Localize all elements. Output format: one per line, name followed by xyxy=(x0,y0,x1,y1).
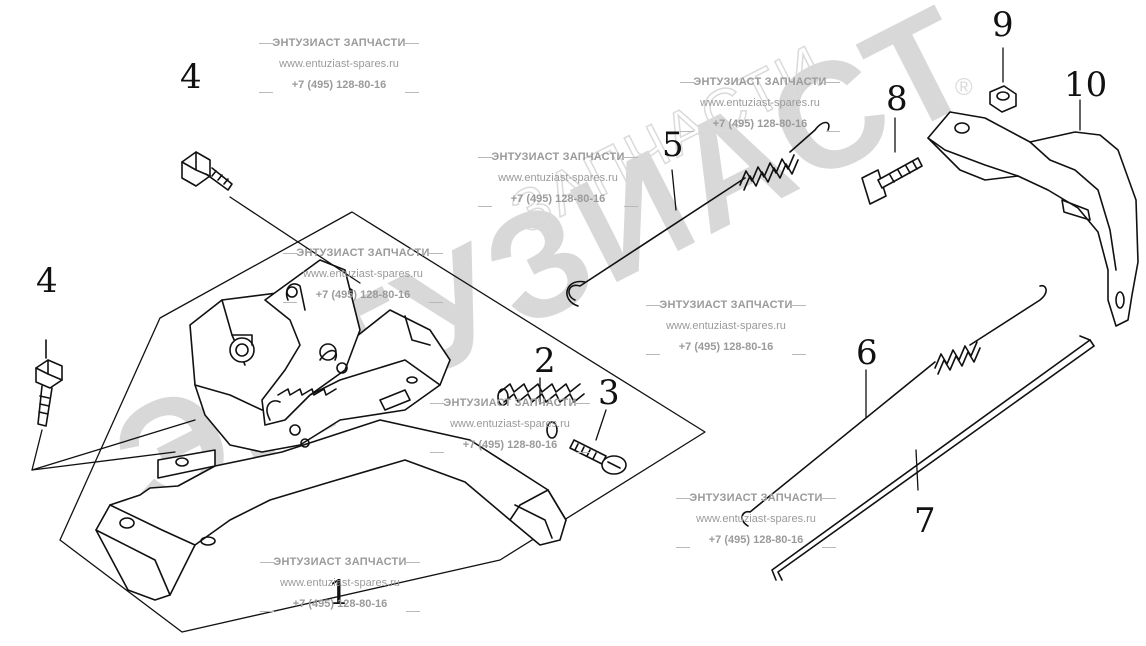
stamp-phone: +7 (495) 128-80-16 xyxy=(292,598,388,610)
callout-4-lower: 4 xyxy=(36,261,58,301)
watermark-registered-mark: ® xyxy=(955,74,973,101)
watermark-stamp: ЭНТУЗИАСТ ЗАПЧАСТИ www.entuziast-spares.… xyxy=(283,247,443,309)
stamp-title: ЭНТУЗИАСТ ЗАПЧАСТИ xyxy=(296,247,430,259)
stamp-phone: +7 (495) 128-80-16 xyxy=(315,289,411,301)
callout-2: 2 xyxy=(534,341,556,381)
stamp-url: www.entuziast-spares.ru xyxy=(280,577,400,589)
watermark-stamp: ЭНТУЗИАСТ ЗАПЧАСТИ www.entuziast-spares.… xyxy=(646,299,806,361)
stamp-phone: +7 (495) 128-80-16 xyxy=(708,534,804,546)
stamp-phone: +7 (495) 128-80-16 xyxy=(712,118,808,130)
stamp-title: ЭНТУЗИАСТ ЗАПЧАСТИ xyxy=(689,492,823,504)
callout-1: 1 xyxy=(328,573,350,613)
callout-labels: 1 2 3 4 4 5 6 7 8 9 10 xyxy=(36,5,1107,613)
watermark-stamp: ЭНТУЗИАСТ ЗАПЧАСТИ www.entuziast-spares.… xyxy=(259,37,419,99)
callout-4-upper: 4 xyxy=(180,57,202,97)
part-1-frame xyxy=(59,211,706,633)
watermark-stamp: ЭНТУЗИАСТ ЗАПЧАСТИ www.entuziast-spares.… xyxy=(478,151,638,213)
part-8-bolt xyxy=(861,117,923,205)
callout-10: 10 xyxy=(1064,65,1107,105)
part-2-spring xyxy=(497,377,585,439)
part-10-bracket-arm xyxy=(927,99,1139,327)
callout-5: 5 xyxy=(662,125,684,165)
part-4-bolt-lower xyxy=(35,339,63,427)
callout-3: 3 xyxy=(598,373,620,413)
watermark-stamp: ЭНТУЗИАСТ ЗАПЧАСТИ www.entuziast-spares.… xyxy=(430,397,590,459)
stamp-url: www.entuziast-spares.ru xyxy=(498,172,618,184)
part-5-rod-spring xyxy=(566,121,830,307)
stamp-title: ЭНТУЗИАСТ ЗАПЧАСТИ xyxy=(273,556,407,568)
callout-9: 9 xyxy=(992,5,1014,45)
stamp-url: www.entuziast-spares.ru xyxy=(700,97,820,109)
stamp-phone: +7 (495) 128-80-16 xyxy=(291,79,387,91)
part-1-control-plate xyxy=(95,259,567,601)
stamp-title: ЭНТУЗИАСТ ЗАПЧАСТИ xyxy=(491,151,625,163)
part-9-nut xyxy=(989,47,1017,113)
part-4-bolt-upper xyxy=(181,151,233,191)
stamp-phone: +7 (495) 128-80-16 xyxy=(462,439,558,451)
stamp-url: www.entuziast-spares.ru xyxy=(450,418,570,430)
stamp-title: ЭНТУЗИАСТ ЗАПЧАСТИ xyxy=(659,299,793,311)
stamp-url: www.entuziast-spares.ru xyxy=(279,58,399,70)
leader-line-4-upper xyxy=(229,196,361,284)
stamp-title: ЭНТУЗИАСТ ЗАПЧАСТИ xyxy=(443,397,577,409)
callout-8: 8 xyxy=(886,79,908,119)
watermark-stamp: ЭНТУЗИАСТ ЗАПЧАСТИ www.entuziast-spares.… xyxy=(680,76,840,138)
stamp-url: www.entuziast-spares.ru xyxy=(666,320,786,332)
part-7-rod xyxy=(771,335,1095,581)
stamp-phone: +7 (495) 128-80-16 xyxy=(510,193,606,205)
stamp-title: ЭНТУЗИАСТ ЗАПЧАСТИ xyxy=(693,76,827,88)
stamp-url: www.entuziast-spares.ru xyxy=(303,268,423,280)
stamp-url: www.entuziast-spares.ru xyxy=(696,513,816,525)
stamp-title: ЭНТУЗИАСТ ЗАПЧАСТИ xyxy=(272,37,406,49)
watermark-stamp: ЭНТУЗИАСТ ЗАПЧАСТИ www.entuziast-spares.… xyxy=(676,492,836,554)
watermark-stamp: ЭНТУЗИАСТ ЗАПЧАСТИ www.entuziast-spares.… xyxy=(260,556,420,618)
callout-7: 7 xyxy=(914,501,936,541)
callout-6: 6 xyxy=(856,333,878,373)
part-6-rod-spring xyxy=(741,284,1047,527)
stamp-phone: +7 (495) 128-80-16 xyxy=(678,341,774,353)
